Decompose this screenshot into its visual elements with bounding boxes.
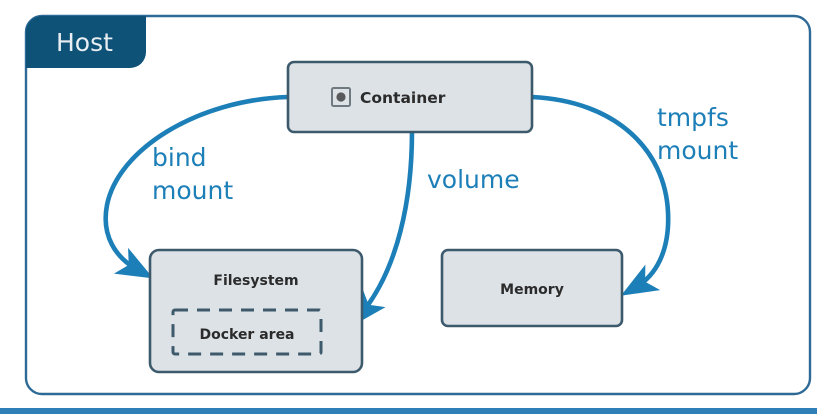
node-memory[interactable]: Memory xyxy=(440,248,624,328)
bind-mount-label-line1: bind xyxy=(152,143,207,172)
container-label: Container xyxy=(360,89,446,107)
node-filesystem[interactable]: Filesystem Docker area xyxy=(148,248,364,374)
volume-arrow xyxy=(351,128,415,327)
docker-area-label: Docker area xyxy=(199,327,294,343)
memory-box xyxy=(440,248,624,328)
container-square-dot-icon xyxy=(331,87,351,107)
tmpfs-mount-label-line2: mount xyxy=(657,136,738,165)
bind-mount-label: bind mount xyxy=(152,143,233,205)
bind-mount-label-line2: mount xyxy=(152,176,233,205)
memory-label: Memory xyxy=(500,282,564,298)
container-box xyxy=(286,60,534,134)
host-tab-label: Host xyxy=(56,28,113,57)
tmpfs-mount-label: tmpfs mount xyxy=(657,103,738,165)
docker-area-box[interactable] xyxy=(171,308,323,356)
volume-label: volume xyxy=(427,165,520,194)
node-container[interactable]: Container xyxy=(286,60,534,134)
tmpfs-mount-label-line1: tmpfs xyxy=(657,103,729,132)
volume-label-line1: volume xyxy=(427,165,520,194)
footer-rule xyxy=(0,408,817,414)
tmpfs-mount-arrow xyxy=(529,94,671,296)
host-tab xyxy=(26,16,146,68)
filesystem-label: Filesystem xyxy=(213,273,298,289)
bind-mount-arrow xyxy=(103,94,291,279)
